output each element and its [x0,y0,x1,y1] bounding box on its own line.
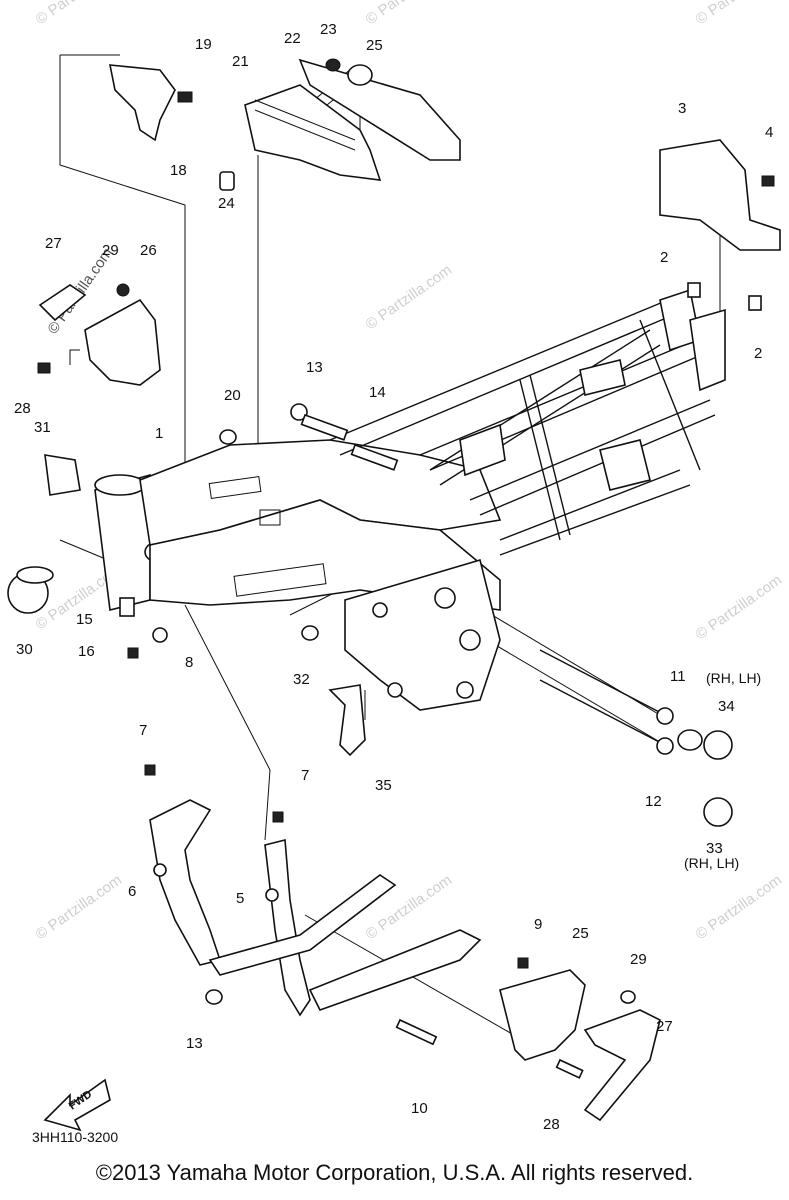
part-label-25: 25 [572,925,589,942]
note-rh-lh-top: (RH, LH) [706,670,761,686]
diagram-code: 3HH110-3200 [32,1129,118,1145]
part-label-35: 35 [375,777,392,794]
copyright-footer: ©2013 Yamaha Motor Corporation, U.S.A. A… [95,1160,694,1185]
part-label-31: 31 [34,419,51,436]
part-label-10: 10 [411,1100,428,1117]
part-label-2b: 2 [754,345,762,362]
part-label-34: 34 [718,698,735,715]
part-labels: 19 21 22 23 25 18 24 3 4 2 2 27 29 26 28… [14,21,773,1133]
main-frame [94,288,726,711]
upper-parts [7,58,781,827]
watermark: © Partzilla.com [693,571,786,643]
part-label-26: 26 [140,242,157,259]
part-label-9: 9 [534,916,542,933]
part-label-33: 33 [706,840,723,857]
part-label-13b: 13 [186,1035,203,1052]
part-label-2a: 2 [660,249,668,266]
part-label-19: 20 [224,387,241,404]
part-label-29b: 29 [630,951,647,968]
part-label-30: 30 [16,641,33,658]
lower-frame [144,764,661,1122]
watermark: © Partzilla.com [363,261,456,333]
part-label-22: 23 [320,21,337,38]
part-label-3: 3 [678,100,686,117]
part-label-16: 16 [78,643,95,660]
part-label-6: 6 [128,883,136,900]
part-label-20: 21 [232,53,249,70]
part-label-28a: 28 [14,400,31,417]
part-label-7b: 7 [301,767,309,784]
part-label-11: 11 [670,668,686,685]
part-label-1: 1 [155,425,163,442]
part-label-4: 4 [765,124,773,141]
part-label-18: 19 [195,36,212,53]
part-label-23: 24 [218,195,235,212]
part-label-12: 12 [645,793,662,810]
part-label-27a: 27 [45,235,62,252]
note-rh-lh-bottom: (RH, LH) [684,855,739,871]
part-label-5: 5 [236,890,244,907]
part-label-32: 32 [293,671,310,688]
watermark: © Partzilla.com [33,871,126,943]
part-label-29a: 29 [102,242,119,259]
watermark: © Partzilla.com [33,0,126,28]
part-label-28b: 28 [543,1116,560,1133]
part-label-15: 15 [76,611,93,628]
watermark: © Partzilla.com [363,0,456,28]
part-label-14: 14 [369,384,386,401]
part-label-21: 22 [284,30,301,47]
part-label-7a: 7 [139,722,147,739]
part-label-8: 8 [185,654,193,671]
watermark: © Partzilla.com [693,0,786,28]
part-label-27b: 27 [656,1018,673,1035]
part-label-17: 18 [170,162,187,179]
fwd-arrow: FWD [43,1078,111,1132]
watermark: © Partzilla.com [693,871,786,943]
part-label-13a: 13 [306,359,323,376]
part-label-24: 25 [366,37,383,54]
